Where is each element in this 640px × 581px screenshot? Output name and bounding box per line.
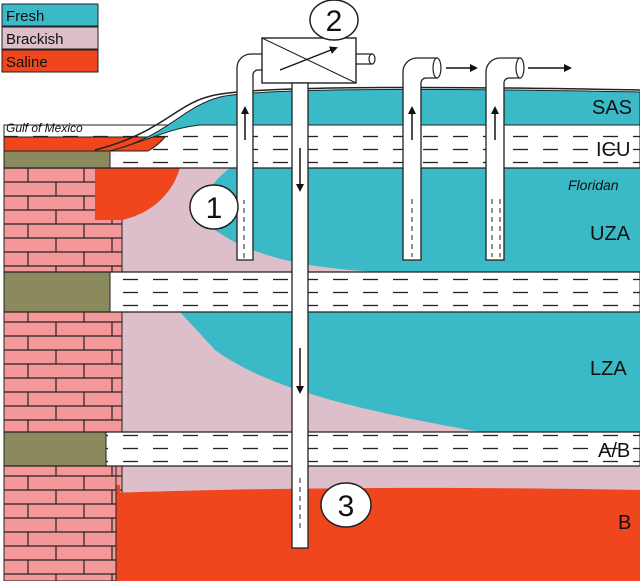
legend-saline-swatch — [1, 49, 99, 73]
marker-2-label: 2 — [326, 5, 343, 38]
saline-bottom — [110, 487, 640, 581]
gulf-water — [3, 136, 167, 152]
injection-well-screen — [294, 478, 306, 530]
legend-saline-label: Saline — [6, 54, 48, 71]
legend-brackish-label: Brackish — [6, 31, 64, 48]
brick-column-lower — [3, 465, 117, 581]
saline-wedge-upper — [95, 168, 180, 220]
legend-fresh-swatch — [1, 3, 99, 27]
treatment-outlet — [356, 53, 372, 65]
clay-block-2 — [3, 271, 111, 313]
marker-1-circle — [189, 184, 239, 230]
legend: Fresh Brackish Saline — [1, 3, 99, 73]
marker-2-circle — [309, 0, 359, 41]
well-4-screen — [405, 195, 419, 257]
unit-label-sas: SAS — [592, 97, 632, 119]
gulf-label: Gulf of Mexico — [6, 121, 83, 135]
unit-label-icu: ICU — [596, 139, 630, 161]
fresh-uza — [205, 168, 640, 272]
marker-3-circle — [320, 482, 372, 528]
legend-brackish-swatch — [1, 26, 99, 50]
clay-block-3 — [3, 431, 107, 467]
unit-label-ab: A/B — [598, 440, 630, 462]
marker-3-label: 3 — [338, 490, 355, 523]
well-1-screen — [239, 200, 251, 258]
marker-1-label: 1 — [206, 192, 223, 225]
legend-fresh-label: Fresh — [6, 8, 44, 25]
clay-block-1 — [3, 150, 111, 169]
unit-label-uza: UZA — [590, 223, 631, 245]
unit-label-lza: LZA — [590, 358, 627, 380]
floridan-label: Floridan — [568, 177, 619, 193]
injection-well — [291, 82, 309, 549]
well-5-screen — [488, 195, 502, 257]
unit-label-b: B — [618, 512, 631, 534]
